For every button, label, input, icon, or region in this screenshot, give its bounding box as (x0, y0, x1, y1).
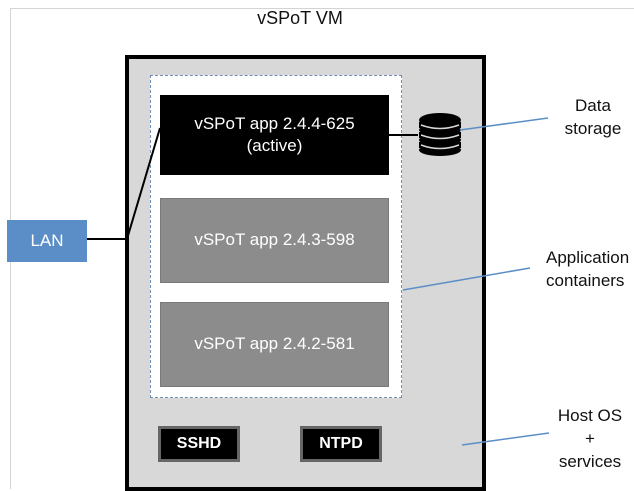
app-active-name: vSPoT app 2.4.4-625 (194, 113, 355, 133)
app-active-status: (active) (246, 136, 303, 155)
callout-line-data-storage (459, 117, 549, 131)
label-app-containers-line1: Application (546, 248, 630, 267)
callout-line-host-os (461, 432, 550, 446)
label-app-containers-line2: containers (546, 270, 625, 290)
service-sshd: SSHD (158, 426, 240, 462)
label-host-os: Host OS + services (548, 405, 632, 474)
app-3-name: vSPoT app 2.4.2-581 (194, 334, 355, 354)
label-host-os-line3: services (558, 451, 622, 471)
lan-to-app-connector (126, 127, 161, 240)
diagram-title: vSPoT VM (257, 8, 343, 28)
database-icon (419, 113, 461, 156)
app-container-3: vSPoT app 2.4.2-581 (160, 302, 389, 387)
app-container-active: vSPoT app 2.4.4-625 (active) (160, 95, 389, 175)
label-data-storage-line2: storage (564, 118, 622, 138)
label-data-storage: Data storage (558, 95, 628, 141)
service-ntpd: NTPD (300, 426, 382, 462)
label-app-containers: Application containers (546, 247, 634, 293)
label-host-os-line1: Host OS (557, 406, 623, 425)
callout-line-app-containers (402, 267, 531, 291)
app-container-2: vSPoT app 2.4.3-598 (160, 198, 389, 283)
label-data-storage-line1: Data (575, 96, 611, 115)
app-2-name: vSPoT app 2.4.3-598 (194, 230, 355, 250)
label-host-os-line2: + (585, 428, 595, 448)
lan-box: LAN (7, 220, 87, 262)
